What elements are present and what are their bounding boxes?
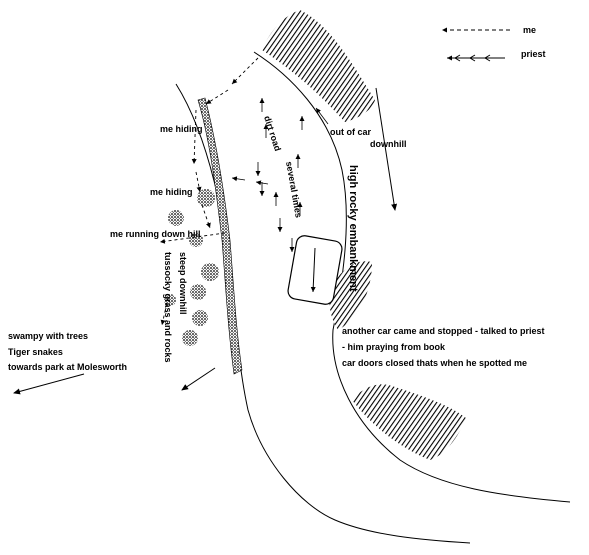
car <box>287 235 343 305</box>
label-doors-closed: car doors closed thats when he spotted m… <box>342 358 527 368</box>
tree-icon <box>197 189 215 207</box>
priest-path-segment <box>315 107 329 125</box>
car-outline <box>287 235 343 305</box>
me-path-segment <box>205 89 229 105</box>
label-tiger-snakes: Tiger snakes <box>8 347 63 357</box>
tree-icon <box>168 210 184 226</box>
label-steep-downhill: steep downhill <box>178 252 188 315</box>
tree-icon <box>164 294 176 306</box>
road-right-edge <box>253 51 571 503</box>
left-embankment <box>197 97 243 375</box>
me-path <box>159 57 259 326</box>
rock-embankment-mid <box>329 261 372 330</box>
label-swampy: swampy with trees <box>8 331 88 341</box>
label-me-hiding-2: me hiding <box>150 187 193 197</box>
tree-icon <box>201 263 219 281</box>
legend-priest-ticks <box>454 54 491 62</box>
legend: me priest <box>442 25 546 62</box>
label-praying: - him praying from book <box>342 342 446 352</box>
tree-icon <box>182 330 198 346</box>
me-path-segment <box>201 204 211 229</box>
me-path-segment <box>191 109 197 165</box>
label-dirt-road: dirt road <box>262 115 283 153</box>
swamp-arrow <box>13 373 85 395</box>
label-out-of-car: out of car <box>330 127 371 137</box>
me-path-segment <box>195 171 202 193</box>
label-me-running: me running down hill <box>110 229 201 239</box>
label-several-times: several times <box>284 161 304 219</box>
car-arrow <box>310 247 316 293</box>
rock-embankment-top <box>262 10 375 122</box>
label-me-hiding-1: me hiding <box>160 124 203 134</box>
me-path-segment <box>159 232 226 244</box>
label-downhill: downhill <box>370 139 407 149</box>
me-path-segment <box>160 297 169 326</box>
tree-icon <box>192 310 208 326</box>
priest-path-segment <box>255 180 269 186</box>
me-path-segment <box>231 57 259 85</box>
priest-path <box>231 98 329 252</box>
label-tussocky: tussocky grass and rocks <box>163 252 173 363</box>
out-of-car-downhill-arrow <box>375 87 398 211</box>
trees <box>164 189 219 346</box>
legend-priest-label: priest <box>521 49 546 59</box>
label-high-rocky: high rocky embankment <box>347 165 359 292</box>
downhill-arrow <box>181 367 216 391</box>
legend-me-label: me <box>523 25 536 35</box>
label-another-car: another car came and stopped - talked to… <box>342 326 545 336</box>
rock-embankment-bottom <box>352 384 466 460</box>
tree-icon <box>190 284 206 300</box>
label-towards-park: towards park at Molesworth <box>8 362 127 372</box>
priest-path-segment <box>231 176 246 182</box>
